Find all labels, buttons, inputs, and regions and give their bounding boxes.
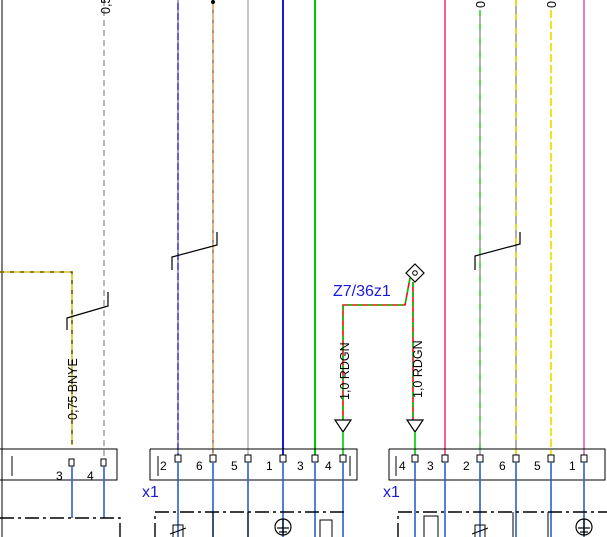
pin-label: 3	[56, 469, 63, 483]
pin-label: 4	[399, 459, 406, 473]
pin-stub-wires	[71, 466, 105, 518]
ground-triangle-icon	[405, 419, 425, 434]
pin-label: 5	[231, 459, 238, 473]
connector-label: x1	[383, 484, 400, 501]
connector-far-left: 3 4	[0, 448, 118, 483]
pulse-symbol	[319, 519, 333, 537]
wire-label-rdgn-b: 1,0 RDGN	[411, 340, 425, 398]
shield-symbol-left	[66, 292, 109, 330]
pin-label: 1	[266, 459, 273, 473]
pin-label: 6	[499, 459, 506, 473]
splice-diamond-icon	[405, 263, 425, 283]
wire-top-mark	[211, 0, 215, 4]
splice-label: Z7/36z1	[333, 283, 391, 300]
pin-label: 6	[196, 459, 203, 473]
pin-stub-wires	[177, 462, 344, 537]
ground-circle-icon	[274, 518, 292, 536]
wire-label-rdgn-a: 1,0 RDGN	[338, 342, 352, 400]
wire-rdgn-a	[342, 277, 411, 420]
pin-label: 5	[534, 459, 541, 473]
wire-label-top-c: 0,	[474, 0, 488, 8]
resistor-symbol	[169, 524, 187, 537]
pin-label: 2	[463, 459, 470, 473]
connector-right	[388, 448, 606, 481]
ground-triangle-icon	[333, 419, 353, 434]
pin-label: 4	[325, 459, 332, 473]
ground-circle-icon	[575, 518, 593, 536]
wire-label-top-left: 0,5	[99, 0, 113, 14]
wire-bnye	[0, 271, 73, 445]
pin-label: 4	[87, 469, 94, 483]
pin-label: 2	[160, 459, 167, 473]
connector-label: x1	[142, 484, 159, 501]
shield-symbol-right	[474, 232, 521, 270]
component-outline	[0, 511, 607, 537]
connector-left	[149, 448, 358, 481]
pulse-symbol	[423, 515, 439, 537]
pin-label: 3	[297, 459, 304, 473]
wire-label-bnye: 0,75 BNYE	[66, 358, 80, 420]
shield-symbol-middle	[171, 232, 218, 270]
pin-label: 1	[569, 459, 576, 473]
resistor-symbol	[471, 524, 489, 537]
pin-stub-wires	[414, 462, 585, 537]
pin-label: 3	[427, 459, 434, 473]
wire-label-top-d: 0,	[545, 0, 559, 8]
